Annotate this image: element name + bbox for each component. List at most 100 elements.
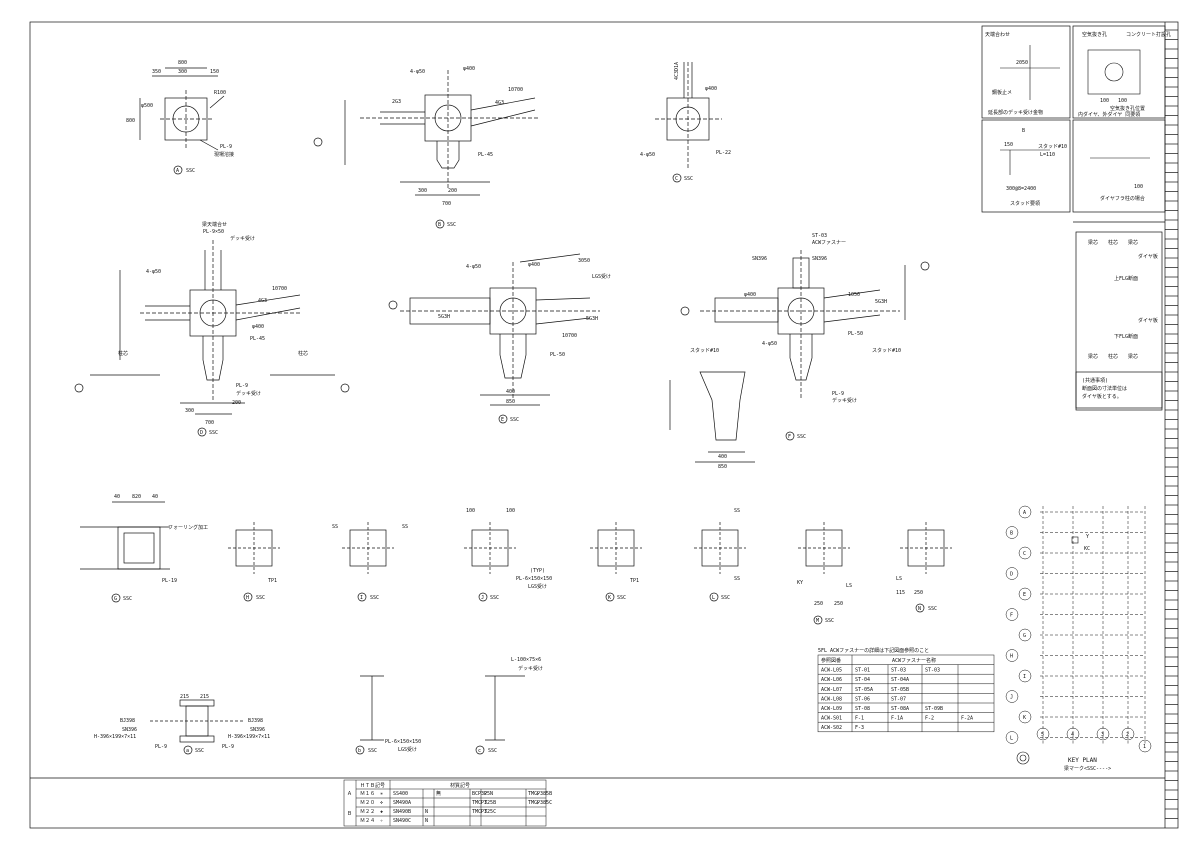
detail-J-title: SSC — [490, 595, 499, 601]
panel3-note-3: スタッド#10 — [1038, 143, 1067, 150]
detail-C — [655, 62, 722, 183]
detail-L — [694, 522, 746, 602]
detail-D-note-2: PL-9×50 — [203, 229, 224, 235]
legend-htb-symbol: ✳ — [380, 791, 383, 797]
key-plan-row-label: G — [1023, 633, 1026, 639]
detail-C-dim-3: 4-φ50 — [640, 152, 655, 158]
detail-J — [464, 522, 516, 602]
detail-M-note-2: LS — [846, 583, 852, 589]
detail-J-id: J — [481, 595, 484, 601]
detail-c-id: c — [478, 748, 481, 754]
legend-htb-size: Ｍ２４ — [360, 818, 375, 824]
detail-J-note-2: PL-6×150×150 — [516, 576, 552, 582]
key-plan-row-label: B — [1010, 531, 1013, 537]
legend-material-cell: N — [425, 809, 428, 815]
legend-material-cell: TMCP385C — [528, 800, 552, 806]
detail-b-note-1: PL-6×150×150 — [385, 739, 421, 745]
detail-E-dim-4: 5G3H — [438, 314, 450, 320]
detail-D-dim-2: 10700 — [272, 286, 287, 292]
detail-B-id: B — [438, 222, 441, 228]
table-cell: ST-03 — [891, 668, 906, 674]
detail-a-note-8: PL-9 — [222, 744, 234, 750]
panel2-note-1: 空気抜き孔 — [1082, 31, 1107, 38]
table-cell: F-2A — [961, 716, 973, 722]
detail-I-note-2: SS — [402, 524, 408, 530]
table-cell: ST-01 — [855, 668, 870, 674]
panel1-note-2: 鋼板止メ — [992, 89, 1012, 96]
table-cell: ST-05B — [891, 687, 909, 693]
key-plan-row-label: J — [1010, 695, 1013, 701]
detail-D-note-4: PL-45 — [250, 336, 265, 342]
detail-D-dim-3: φ400 — [252, 324, 264, 330]
panel5-note-4: ダイヤ板 — [1138, 253, 1158, 260]
detail-a-dim-1: 215 — [180, 694, 189, 700]
detail-b-id: b — [358, 748, 361, 754]
detail-A-dim-4: 150 — [210, 69, 219, 75]
detail-N-dim-1: 115 — [896, 590, 905, 596]
detail-c-title: SSC — [488, 748, 497, 754]
table-cell: ST-04A — [891, 677, 909, 683]
detail-B-title: SSC — [447, 222, 456, 228]
detail-a-dim-2: 215 — [200, 694, 209, 700]
panel3-note-2: 150 — [1004, 142, 1013, 148]
legend-material-cell: 無 — [436, 790, 441, 797]
detail-G-note-2: PL-19 — [162, 578, 177, 584]
detail-F-note-1: PL-50 — [848, 331, 863, 337]
legend-material-cell: TMCP325B — [472, 800, 496, 806]
legend-material-cell: T — [484, 809, 487, 815]
detail-N-id: N — [918, 606, 921, 612]
detail-E-title: SSC — [510, 417, 519, 423]
key-plan-col-label: 4 — [1071, 732, 1074, 738]
table-cell: ACW-L06 — [821, 677, 842, 683]
detail-E-dim-3: 3050 — [578, 258, 590, 264]
panel6-note-3: ダイヤ板とする。 — [1082, 393, 1122, 400]
detail-A-dim-7: R100 — [214, 90, 226, 96]
detail-F-note-5: スタッド#10 — [872, 347, 901, 354]
table-cell: ST-07 — [891, 696, 906, 702]
detail-F-title: SSC — [797, 434, 806, 440]
legend-htb-symbol: ✧ — [380, 818, 383, 824]
key-plan-col-label: 3 — [1101, 732, 1104, 738]
detail-B — [313, 70, 540, 229]
legend-htb-symbol: ✣ — [380, 800, 383, 806]
detail-K — [590, 522, 642, 602]
panel4-note-1: 100 — [1134, 184, 1143, 190]
panel3-note-1: B — [1022, 128, 1025, 134]
detail-L-title: SSC — [721, 595, 730, 601]
legend-left-label-2: Ｂ — [347, 811, 352, 817]
detail-F-dim-9: 400 — [718, 454, 727, 460]
detail-J-note-1: (TYP) — [530, 568, 545, 574]
detail-H-id: H — [246, 595, 249, 601]
table-cell: ACW-L09 — [821, 706, 842, 712]
legend-material-cell: P — [484, 791, 487, 797]
detail-F-dim-6: 5G3H — [875, 299, 887, 305]
detail-D-note-5: PL-9 — [236, 383, 248, 389]
detail-C-dim-2: φ400 — [705, 86, 717, 92]
detail-E-dim-5: 5G3H — [586, 316, 598, 322]
panel1-note-4: 延長部のデッキ受け金物 — [988, 109, 1043, 116]
table-cell: ST-08A — [891, 706, 909, 712]
panel1-note-1: 天端合わせ — [985, 31, 1010, 38]
detail-E-note-1: LGS受け — [592, 273, 611, 280]
detail-C-title: SSC — [684, 176, 693, 182]
panel2-note-2: コンクリート打設孔 — [1126, 31, 1171, 38]
key-plan-row-label: H — [1010, 654, 1013, 660]
table-cell: ACW-S01 — [821, 716, 842, 722]
key-plan-row-label: F — [1010, 613, 1013, 619]
table-cell: ACW-L05 — [821, 668, 842, 674]
detail-H-note-1: TP1 — [268, 578, 277, 584]
legend-material-cell: SN490B — [393, 809, 411, 815]
detail-D-id: D — [200, 430, 203, 436]
legend-material-cell: T — [484, 800, 487, 806]
legend-material-cell: TMCP325C — [472, 809, 496, 815]
key-plan-mark-1: Y — [1086, 534, 1089, 540]
detail-F-dim-3: 4-φ50 — [762, 341, 777, 347]
panel3-note-5: 300@8=2400 — [1006, 186, 1036, 192]
detail-A-dim-2: 350 — [152, 69, 161, 75]
key-plan-mark-2: KC — [1084, 546, 1090, 552]
detail-B-note-1: PL-45 — [478, 152, 493, 158]
detail-F-dim-2: ACWファスナー — [812, 240, 846, 246]
panel5-note-6: 梁芯 — [1088, 353, 1098, 360]
